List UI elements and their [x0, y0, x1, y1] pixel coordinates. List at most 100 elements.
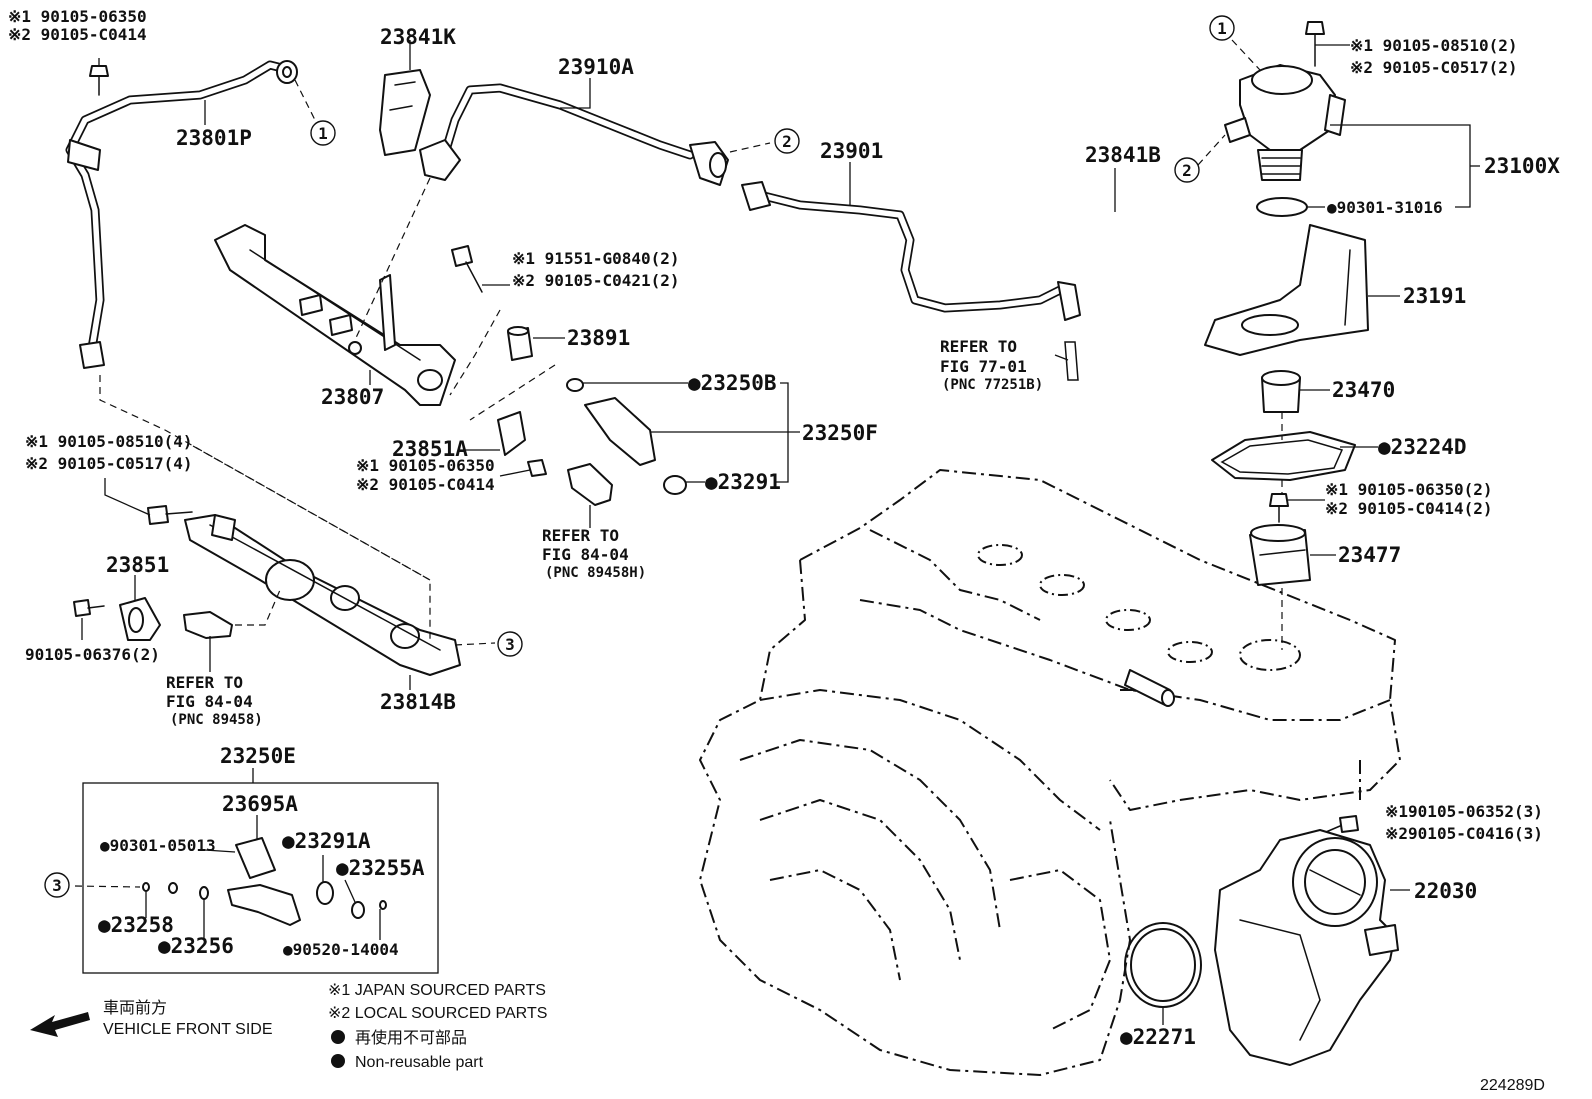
label-throttle-bolt-local: ※290105-C0416(3) [1385, 824, 1543, 843]
callout-label: 3 [505, 635, 515, 654]
label-22030: 22030 [1414, 879, 1477, 903]
label-fig-84-04: FIG 84-04 [166, 692, 253, 711]
callout-2b: 2 [1174, 157, 1200, 183]
vehicle-front-arrow-icon [30, 1012, 90, 1037]
fuel-pipe-23801p [65, 60, 298, 369]
fuel-hose-23901 [741, 181, 1081, 381]
bolt-top-left [89, 65, 109, 96]
gasket-22271 [1124, 922, 1202, 1008]
protector-23851 [119, 597, 161, 641]
label-23291a: ●23291A [282, 829, 371, 853]
legend-local-sourced: ※2 LOCAL SOURCED PARTS [328, 1005, 547, 1022]
label-23250f: 23250F [802, 421, 878, 445]
label-pnc-89458: (PNC 89458) [170, 712, 263, 728]
leader-lines [81, 40, 1480, 1025]
bolt-pump [1305, 21, 1325, 67]
legend-front-jp: 車両前方 [103, 999, 167, 1017]
bolt-23477 [1269, 493, 1289, 523]
label-rail-bolt-local: ※2 90105-C0517(4) [25, 454, 193, 473]
connector-23841k [379, 69, 431, 156]
label-23255a: ●23255A [336, 856, 425, 880]
label-23224d: ●23224D [1378, 435, 1467, 459]
legend: 車両前方 VEHICLE FRONT SIDE ※1 JAPAN SOURCED… [103, 982, 1545, 1094]
label-refer-to: REFER TO [940, 337, 1017, 356]
label-23841k: 23841K [380, 25, 456, 49]
label-23477: 23477 [1338, 543, 1401, 567]
callout-1a: 1 [310, 120, 336, 146]
callout-label: 3 [52, 876, 62, 895]
label-japan-bolt: ※1 90105-06350 [8, 7, 147, 26]
label-23801p: 23801P [176, 126, 252, 150]
label-23477-bolt-local: ※2 90105-C0414(2) [1325, 499, 1493, 518]
legend-nonreusable: Non-reusable part [355, 1054, 484, 1071]
label-refer-to: REFER TO [542, 526, 619, 545]
label-90520-14004: ●90520-14004 [283, 940, 399, 959]
label-fig-77-01: FIG 77-01 [940, 357, 1027, 376]
sensor-89458h [567, 463, 613, 506]
label-23841b: 23841B [1085, 143, 1161, 167]
label-23891: 23891 [567, 326, 630, 350]
figure-id: 224289D [1480, 1077, 1545, 1094]
label-23695a: 23695A [222, 792, 298, 816]
label-23901: 23901 [820, 139, 883, 163]
throttle-body-22030 [1214, 829, 1399, 1066]
label-pump-bolt-local: ※2 90105-C0517(2) [1350, 58, 1518, 77]
legend-japan-sourced: ※1 JAPAN SOURCED PARTS [328, 982, 546, 999]
housing-23477 [1249, 524, 1311, 586]
label-23256: ●23256 [158, 934, 234, 958]
legend-front: VEHICLE FRONT SIDE [103, 1021, 273, 1038]
lifter-23470 [1261, 370, 1301, 413]
label-23814b: 23814B [380, 690, 456, 714]
injector-23250f [566, 378, 687, 495]
bolt-91551 [451, 245, 483, 293]
engine-outline [699, 469, 1401, 1076]
label-throttle-bolt-japan: ※190105-06352(3) [1385, 802, 1543, 821]
callout-label: 1 [1217, 19, 1227, 38]
callout-label: 2 [1182, 161, 1192, 180]
label-23807: 23807 [321, 385, 384, 409]
bolt-rail-lower [147, 505, 193, 525]
label-pnc-89458h: (PNC 89458H) [545, 565, 646, 581]
label-23477-bolt-japan: ※1 90105-06350(2) [1325, 480, 1493, 499]
label-23191: 23191 [1403, 284, 1466, 308]
non-reusable-dot-icon [331, 1054, 345, 1068]
callout-label: 2 [782, 132, 792, 151]
injector-kit-box [82, 782, 439, 974]
label-pump-bolt-japan: ※1 90105-08510(2) [1350, 36, 1518, 55]
bolt-90105-06376 [73, 599, 105, 617]
label-23851: 23851 [106, 553, 169, 577]
callout-3a: 3 [497, 631, 523, 657]
callout-3b: 3 [44, 872, 70, 898]
bolt-throttle [1325, 815, 1359, 833]
label-90301-31016: ●90301-31016 [1327, 198, 1443, 217]
delivery-pipe-23814b [184, 514, 461, 676]
insulator-23191 [1204, 224, 1369, 356]
label-91551-bolt-japan: ※1 91551-G0840(2) [512, 249, 680, 268]
dashed-reference-lines [74, 39, 1283, 888]
label-rail-bolt-japan: ※1 90105-08510(4) [25, 432, 193, 451]
label-23250b: ●23250B [688, 371, 777, 395]
legend-nonreusable-jp: 再使用不可部品 [355, 1029, 467, 1047]
o-ring-90301-31016 [1256, 197, 1308, 217]
label-23258: ●23258 [98, 913, 174, 937]
fuel-rail-23807 [214, 224, 456, 406]
callout-label: 1 [318, 124, 328, 143]
label-fig-84-04: FIG 84-04 [542, 545, 629, 564]
label-23100x: 23100X [1484, 154, 1560, 178]
label-local-bolt: ※2 90105-C0414 [8, 25, 147, 44]
bolt-23851a [497, 411, 547, 477]
fuel-pump-23100x [1224, 64, 1346, 181]
gasket-23224d [1211, 431, 1356, 481]
collar-23891 [507, 326, 533, 361]
label-22271: ●22271 [1120, 1025, 1196, 1049]
label-refer-to: REFER TO [166, 673, 243, 692]
fuel-hose-23910a [419, 83, 729, 186]
callout-1b: 1 [1209, 15, 1235, 41]
label-23250e: 23250E [220, 744, 296, 768]
label-23851a-bolt-local: ※2 90105-C0414 [356, 475, 495, 494]
label-23851a-bolt-japan: ※1 90105-06350 [356, 456, 495, 475]
callout-2a: 2 [774, 128, 800, 154]
label-90301-05013: ●90301-05013 [100, 836, 216, 855]
label-90105-06376: 90105-06376(2) [25, 645, 160, 664]
